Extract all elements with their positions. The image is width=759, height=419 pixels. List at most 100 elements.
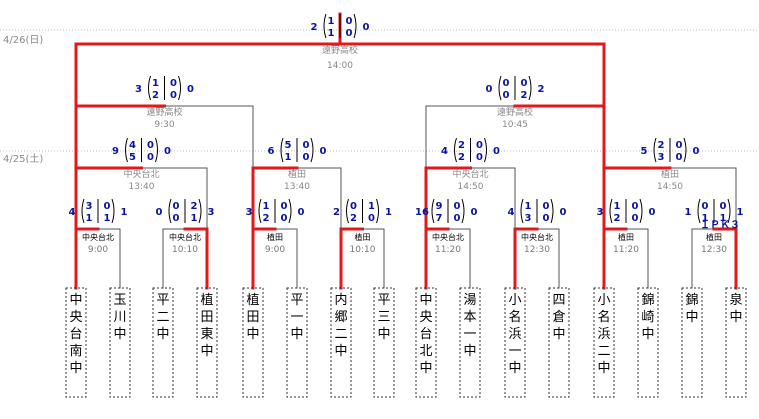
score-bracket-right [178, 75, 181, 101]
team-box [196, 287, 218, 398]
score-right-first-half: 0 [720, 201, 727, 212]
score-bracket-left [454, 137, 457, 163]
score-bracket-left [609, 198, 613, 224]
score-right-first-half: 0 [521, 78, 528, 89]
score-bracket-left [520, 198, 524, 224]
score-right-total: 0 [187, 84, 194, 95]
score-right-first-half: 0 [170, 78, 177, 89]
date-label-round2: 4/26(日) [3, 35, 43, 46]
score-bracket-left [258, 198, 262, 224]
team-name-char: 三 [377, 310, 390, 325]
score-right-second-half: 0 [281, 213, 288, 224]
team-name-char: 一 [508, 344, 521, 359]
score-right-total: 0 [298, 207, 305, 218]
score-right-second-half: 1 [104, 213, 111, 224]
team-name-char: 植 [246, 293, 259, 308]
score-right-second-half: 0 [676, 152, 683, 163]
team-name-char: 中 [641, 327, 654, 342]
score-left-second-half: 2 [458, 152, 465, 163]
score-bracket-left [498, 75, 502, 101]
match-time: 9:00 [88, 245, 108, 255]
team-name-char: 中 [463, 344, 476, 359]
team-name-char: 中 [246, 327, 259, 342]
score-right-first-half: 0 [454, 201, 461, 212]
match-time: 14:50 [657, 182, 683, 192]
team-box [286, 287, 308, 398]
score-left-first-half: 1 [614, 201, 621, 212]
score-bracket-right [461, 198, 465, 224]
team-name-char: 一 [463, 327, 476, 342]
score-right-first-half: 0 [346, 16, 353, 27]
score-left-total: 4 [441, 146, 448, 157]
match-venue: 植田 [618, 232, 634, 242]
match-time: 12:30 [524, 245, 550, 255]
score-right-first-half: 0 [543, 201, 550, 212]
score-right-second-half: 0 [632, 213, 639, 224]
match-time: 10:45 [502, 120, 528, 130]
team-name-char: 二 [334, 327, 347, 342]
score-left-second-half: 1 [702, 213, 709, 224]
score-left-first-half: 0 [173, 201, 180, 212]
score-left-total: 1 [685, 207, 692, 218]
team-name-char: 小 [597, 293, 610, 308]
team-name-char: 中 [377, 327, 390, 342]
team-list: 中央台南中玉川中平二中植田東中植田中平一中内郷二中平三中中央台北中湯本一中小名浜… [65, 287, 747, 398]
score-right-second-half: 1 [720, 213, 727, 224]
team-box [242, 287, 264, 398]
team-name-char: 錦 [685, 292, 698, 308]
team-box [593, 287, 615, 398]
team-name-char: 中 [685, 310, 698, 325]
match-venue: 中央台北 [169, 232, 201, 242]
score-left-second-half: 2 [614, 213, 621, 224]
team-name-char: 一 [290, 310, 303, 325]
team-name-char: 北 [419, 344, 432, 359]
team-box [548, 287, 570, 398]
match-time: 10:10 [350, 245, 376, 255]
score-right-second-half: 0 [543, 213, 550, 224]
score-bracket-right [310, 137, 314, 163]
team-name-char: 台 [419, 327, 432, 342]
team-box [415, 287, 437, 398]
team-box [637, 287, 659, 398]
score-left-second-half: 2 [263, 213, 270, 224]
score-right-second-half: 0 [147, 152, 154, 163]
score-left-second-half: 5 [129, 152, 136, 163]
score-left-second-half: 1 [328, 28, 335, 39]
score-right-total: 1 [737, 207, 744, 218]
score-left-total: 9 [112, 146, 119, 157]
score-left-total: 3 [246, 207, 253, 218]
score-left-total: 2 [311, 22, 318, 33]
score-right-total: 0 [493, 146, 500, 157]
team-name-char: 本 [463, 310, 476, 325]
score-right-first-half: 0 [632, 201, 639, 212]
team-name-char: 南 [69, 343, 82, 359]
team-name-char: 泉 [729, 292, 742, 308]
score-bracket-left [81, 198, 85, 224]
score-right-second-half: 0 [476, 152, 483, 163]
score-left-first-half: 1 [263, 201, 270, 212]
team-name-char: 平 [377, 293, 390, 308]
score-left-total: 3 [135, 84, 142, 95]
match-venue: 中央台北 [432, 232, 464, 242]
team-name-char: 中 [69, 293, 82, 308]
score-left-first-half: 5 [285, 140, 292, 151]
team-name-char: 浜 [508, 327, 521, 342]
score-left-first-half: 2 [658, 140, 665, 151]
team-name-char: 中 [334, 344, 347, 359]
team-box [373, 287, 395, 398]
match-venue: 中央台北 [521, 232, 553, 242]
team-name-char: 玉 [113, 293, 126, 308]
score-left-first-half: 0 [503, 78, 510, 89]
team-box [459, 287, 481, 398]
match-venue: 遠野高校 [146, 106, 182, 118]
team-box [504, 287, 526, 398]
score-left-first-half: 4 [129, 140, 136, 151]
team-name-char: 中 [69, 361, 82, 376]
team-name-char: 倉 [552, 310, 565, 325]
score-bracket-left [653, 137, 657, 163]
team-name-char: 二 [597, 344, 610, 359]
team-name-char: 小 [508, 293, 521, 308]
